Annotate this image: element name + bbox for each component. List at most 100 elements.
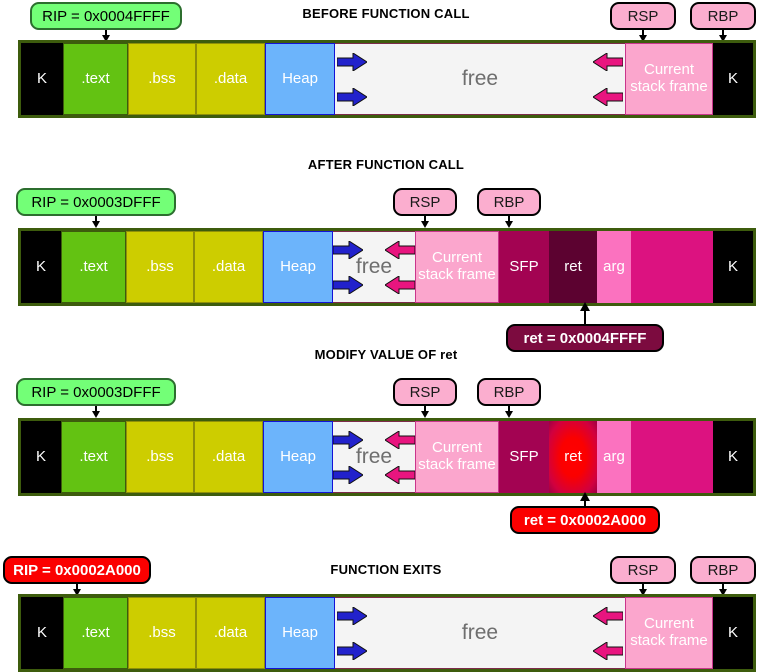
segment-free: free: [333, 421, 415, 493]
rip-label: RIP = 0x0003DFFF: [31, 383, 161, 401]
segment-kernel-low: K: [21, 597, 63, 669]
segment-arg: arg: [597, 421, 631, 493]
segment-kernel-high: K: [713, 43, 753, 115]
register-box-rbp: RBP: [477, 188, 541, 216]
segment-label: free: [461, 621, 499, 645]
heap-growth-arrow-upper: [333, 431, 363, 449]
segment-label: Current stack frame: [630, 61, 708, 95]
stack-growth-arrow-lower: [385, 466, 415, 484]
segment-label: .text: [81, 623, 110, 641]
stack-growth-arrow-upper: [385, 431, 415, 449]
ret-value-label: ret = 0x0004FFFF: [523, 329, 647, 347]
segment-label: Heap: [280, 447, 316, 465]
segment-label: free: [461, 67, 499, 91]
memory-bar: K .text .bss .data Heap free Current sta…: [18, 228, 756, 306]
register-box-rsp: RSP: [610, 556, 676, 584]
segment-label: .data: [213, 69, 248, 87]
segment-label: .text: [81, 69, 110, 87]
segment-label: K: [35, 257, 46, 275]
segment-kernel-high: K: [713, 597, 753, 669]
rip-callout: RIP = 0x0002A000: [3, 556, 151, 584]
segment-label: arg: [603, 257, 625, 275]
register-box-rsp: RSP: [393, 378, 457, 406]
segment-bss: .bss: [126, 231, 194, 303]
segment-label: Heap: [282, 69, 318, 87]
register-label-rsp: RSP: [409, 193, 441, 211]
rip-connector-arrow: [69, 584, 85, 596]
segment-label: SFP: [509, 447, 539, 465]
rsp-connector-arrow: [417, 406, 433, 418]
rbp-connector-arrow: [715, 584, 731, 596]
segment-current-stack-frame: Current stack frame: [415, 231, 499, 303]
segment-heap: Heap: [263, 421, 333, 493]
ret-callout-connector-arrow: [577, 302, 593, 326]
segment-ret-modified: ret: [549, 421, 597, 493]
segment-stack-rest: [631, 231, 713, 303]
segment-sfp: SFP: [499, 231, 549, 303]
register-box-rsp: RSP: [610, 2, 676, 30]
segment-label: Current stack frame: [418, 249, 496, 283]
segment-text: .text: [63, 597, 128, 669]
segment-label: ret: [564, 447, 582, 465]
segment-label: Heap: [282, 623, 318, 641]
stack-growth-arrow-lower: [385, 276, 415, 294]
panel-title: FUNCTION EXITS: [330, 562, 442, 577]
register-label-rbp: RBP: [707, 7, 739, 25]
segment-bss: .bss: [128, 597, 196, 669]
stack-growth-arrow-upper: [593, 53, 623, 71]
segment-label: K: [35, 447, 46, 465]
panel-title: AFTER FUNCTION CALL: [307, 157, 465, 172]
segment-free: free: [335, 43, 625, 115]
heap-growth-arrow-lower: [333, 466, 363, 484]
register-box-rbp: RBP: [690, 556, 756, 584]
segment-kernel-low: K: [21, 421, 61, 493]
panel-title: BEFORE FUNCTION CALL: [302, 6, 470, 21]
stack-growth-arrow-upper: [593, 607, 623, 625]
register-box-rbp: RBP: [690, 2, 756, 30]
heap-growth-arrow-upper: [337, 607, 367, 625]
rbp-connector-arrow: [715, 30, 731, 42]
memory-bar: K .text .bss .data Heap free Current sta…: [18, 418, 756, 496]
segment-current-stack-frame: Current stack frame: [625, 597, 713, 669]
segment-label: K: [727, 69, 738, 87]
segment-label: K: [36, 623, 47, 641]
ret-value-callout: ret = 0x0002A000: [510, 506, 660, 534]
segment-label: .data: [213, 623, 248, 641]
segment-sfp: SFP: [499, 421, 549, 493]
stack-growth-arrow-lower: [593, 88, 623, 106]
panel-before-function-call: BEFORE FUNCTION CALL RIP = 0x0004FFFF RS…: [0, 0, 772, 150]
segment-label: .text: [79, 257, 108, 275]
rip-label: RIP = 0x0002A000: [13, 561, 141, 579]
panel-after-function-call: AFTER FUNCTION CALL RIP = 0x0003DFFF RSP…: [0, 150, 772, 352]
rsp-connector-arrow: [635, 30, 651, 42]
rsp-connector-arrow: [417, 216, 433, 228]
segment-label: free: [355, 255, 393, 279]
register-label-rbp: RBP: [707, 561, 739, 579]
panel-function-exits: FUNCTION EXITS RIP = 0x0002A000 RSP RBP …: [0, 540, 772, 672]
segment-text: .text: [61, 421, 126, 493]
register-label-rbp: RBP: [493, 383, 525, 401]
segment-data: .data: [196, 597, 265, 669]
register-box-rsp: RSP: [393, 188, 457, 216]
segment-arg: arg: [597, 231, 631, 303]
segment-label: .text: [79, 447, 108, 465]
rip-connector-arrow: [98, 30, 114, 42]
segment-label: .data: [211, 257, 246, 275]
rbp-connector-arrow: [501, 406, 517, 418]
segment-label: K: [727, 257, 738, 275]
segment-data: .data: [194, 421, 263, 493]
segment-heap: Heap: [265, 43, 335, 115]
rip-label: RIP = 0x0003DFFF: [31, 193, 161, 211]
segment-label: K: [727, 623, 738, 641]
rsp-connector-arrow: [635, 584, 651, 596]
rip-connector-arrow: [88, 406, 104, 418]
segment-label: free: [355, 445, 393, 469]
segment-label: Current stack frame: [630, 615, 708, 649]
segment-bss: .bss: [128, 43, 196, 115]
segment-label: .bss: [146, 447, 174, 465]
segment-heap: Heap: [263, 231, 333, 303]
heap-growth-arrow-upper: [337, 53, 367, 71]
segment-current-stack-frame: Current stack frame: [415, 421, 499, 493]
heap-growth-arrow-lower: [337, 88, 367, 106]
segment-label: Current stack frame: [418, 439, 496, 473]
